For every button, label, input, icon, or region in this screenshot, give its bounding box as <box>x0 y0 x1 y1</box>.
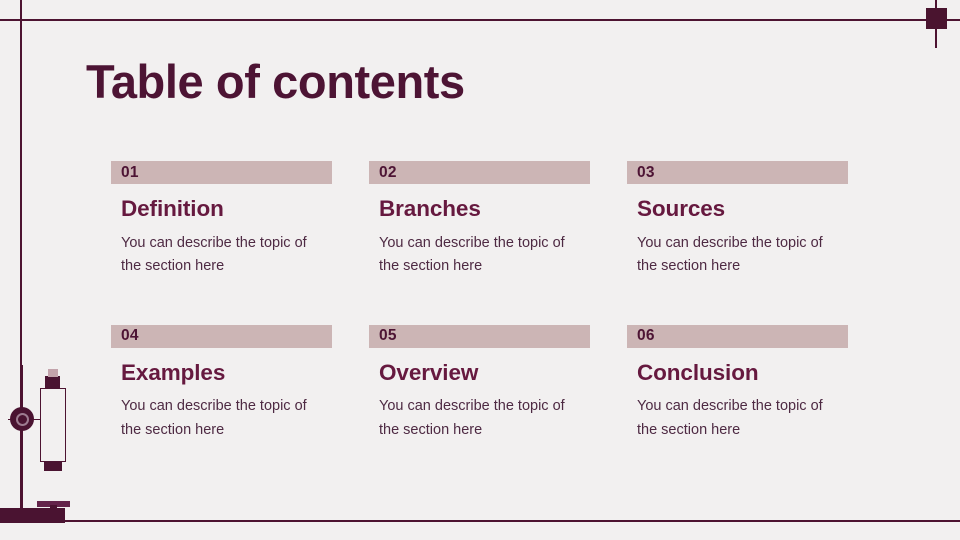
toc-item-heading: Conclusion <box>637 359 759 385</box>
toc-item-sources[interactable]: 03 Sources You can describe the topic of… <box>627 161 848 279</box>
stand-base-icon <box>0 508 65 523</box>
toc-item-description: You can describe the topic of the sectio… <box>637 234 823 275</box>
toc-item-heading: Overview <box>379 359 479 385</box>
burette-tip-icon <box>47 369 58 377</box>
toc-item-description: You can describe the topic of the sectio… <box>379 398 565 438</box>
page-title: Table of contents <box>86 55 465 108</box>
toc-item-definition[interactable]: 01 Definition You can describe the topic… <box>111 161 332 279</box>
toc-row: 04 Examples You can describe the topic o… <box>111 324 871 443</box>
frame-line-left <box>20 0 22 522</box>
table-of-contents-grid: 01 Definition You can describe the topic… <box>111 161 871 442</box>
toc-item-description: You can describe the topic of the sectio… <box>379 234 565 275</box>
toc-item-number: 02 <box>379 163 397 181</box>
corner-square-marker-icon <box>926 8 947 29</box>
toc-item-heading: Examples <box>121 359 226 385</box>
toc-item-number: 01 <box>121 163 139 181</box>
burette-body-icon <box>40 388 66 462</box>
toc-item-description: You can describe the topic of the sectio… <box>637 398 823 438</box>
toc-item-heading: Definition <box>121 196 224 221</box>
lab-stand-decoration-icon <box>0 365 100 535</box>
toc-item-conclusion[interactable]: 06 Conclusion You can describe the topic… <box>627 324 848 443</box>
toc-item-examples[interactable]: 04 Examples You can describe the topic o… <box>111 324 332 443</box>
toc-number-badge: 01 <box>111 161 332 184</box>
toc-number-badge: 05 <box>369 324 590 348</box>
toc-number-badge: 04 <box>111 324 332 348</box>
toc-item-branches[interactable]: 02 Branches You can describe the topic o… <box>369 161 590 279</box>
toc-item-heading: Branches <box>379 196 481 221</box>
toc-item-heading: Sources <box>637 196 726 221</box>
toc-item-number: 05 <box>379 327 397 345</box>
toc-item-description: You can describe the topic of the sectio… <box>121 234 307 275</box>
toc-number-badge: 02 <box>369 161 590 184</box>
frame-line-top <box>0 19 960 21</box>
toc-item-overview[interactable]: 05 Overview You can describe the topic o… <box>369 324 590 443</box>
stand-tee-top-icon <box>37 501 70 507</box>
toc-item-number: 04 <box>121 327 139 345</box>
stand-rod-icon <box>21 365 23 513</box>
toc-number-badge: 03 <box>627 161 848 184</box>
toc-item-description: You can describe the topic of the sectio… <box>121 398 307 438</box>
toc-number-badge: 06 <box>627 324 848 348</box>
clamp-ring-inner-icon <box>15 412 29 426</box>
frame-line-bottom <box>0 520 960 522</box>
burette-foot-icon <box>44 461 62 471</box>
toc-item-number: 06 <box>637 327 655 345</box>
toc-row: 01 Definition You can describe the topic… <box>111 161 871 279</box>
burette-neck-icon <box>45 376 60 389</box>
toc-item-number: 03 <box>637 163 655 181</box>
